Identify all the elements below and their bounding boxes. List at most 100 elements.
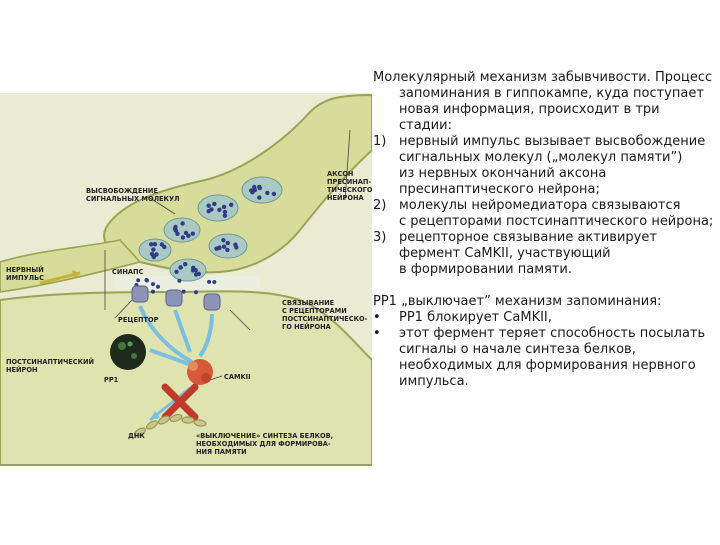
- molecule-dot: [173, 228, 179, 233]
- molecule-dot: [136, 278, 141, 283]
- molecule-dot: [229, 202, 234, 207]
- vesicle: [208, 233, 248, 259]
- bullet-2: • этот фермент теряет способность посыла…: [373, 326, 715, 390]
- bullet-line: импульса.: [399, 374, 469, 389]
- step-line: нервный импульс вызывает высвобождение: [399, 134, 706, 149]
- step-line: пресинаптического нейрона;: [399, 182, 600, 197]
- molecule-dot: [225, 240, 230, 246]
- molecule-dot: [173, 224, 178, 230]
- molecule-dot: [181, 289, 186, 294]
- step-number: 3): [373, 230, 387, 245]
- receptor: [131, 285, 149, 303]
- molecule-dot: [186, 233, 191, 238]
- vesicle: [241, 176, 283, 204]
- molecule-dot: [209, 207, 214, 212]
- molecule-dot: [180, 221, 185, 226]
- vesicles: [138, 176, 283, 282]
- synapse-illustration: ВЫСВОБОЖДЕНИЕ СИГНАЛЬНЫХ МОЛЕКУЛ АКСОН П…: [0, 93, 373, 466]
- receptor: [165, 289, 183, 307]
- step-line: молекулы нейромедиатора связываются: [399, 198, 681, 213]
- molecule-dot: [222, 209, 228, 215]
- bullet-line: сигналы о начале синтеза белков,: [399, 342, 636, 357]
- molecule-dot: [190, 231, 195, 236]
- bullet-mark: •: [373, 310, 381, 325]
- molecule-dot: [257, 184, 262, 190]
- impulse-arrowhead: [72, 270, 80, 279]
- step-number: 2): [373, 198, 387, 213]
- step-line: фермент CaMKII, участвующий: [399, 246, 611, 261]
- molecule-dot: [271, 191, 277, 197]
- molecule-dot: [178, 265, 183, 270]
- molecule-dot: [265, 190, 270, 196]
- molecule-dot: [149, 242, 154, 247]
- camkii-molecule: [187, 359, 213, 385]
- molecule-dot: [177, 278, 182, 283]
- intro-line: новая информация, происходит в три стади…: [399, 102, 660, 133]
- leader-lines: [104, 129, 351, 381]
- molecule-dot: [156, 284, 160, 289]
- molecule-dot: [151, 247, 156, 252]
- molecule-dot: [162, 244, 167, 250]
- molecule-dot: [144, 278, 149, 282]
- molecule-dot: [194, 290, 198, 295]
- signal-arrowhead: [150, 411, 160, 420]
- block-cross: [161, 383, 199, 421]
- molecule-dot: [217, 245, 222, 250]
- pp1-molecule: [110, 334, 146, 370]
- label-switch-off: «ВЫКЛЮЧЕНИЕ» СИНТЕЗА БЕЛКОВ, НЕОБХОДИМЫХ…: [196, 432, 334, 456]
- molecule-dot: [212, 280, 217, 284]
- molecule-dot: [217, 207, 222, 212]
- molecule-dot: [183, 230, 189, 236]
- activation-arrows: [138, 305, 214, 367]
- molecule-dot: [225, 247, 230, 253]
- molecule-dot: [151, 254, 157, 260]
- intro-line: запоминания в гиппокампе, куда поступает: [399, 86, 704, 101]
- step-2: 2) молекулы нейромедиатора связываются с…: [373, 198, 715, 230]
- vesicle: [197, 194, 239, 222]
- molecule-dot: [222, 213, 228, 218]
- step-line: из нервных окончаний аксона: [399, 166, 607, 181]
- molecule-dot: [206, 203, 211, 208]
- label-dna: ДНК: [128, 432, 145, 440]
- step-line: в формировании памяти.: [399, 262, 572, 277]
- vesicle: [163, 217, 201, 243]
- label-synapse: СИНАПС: [112, 268, 144, 276]
- molecule-dot: [221, 238, 226, 243]
- molecule-dot: [257, 195, 262, 200]
- receptor: [203, 293, 221, 311]
- step-number: 1): [373, 134, 387, 149]
- postsynaptic-neuron: [0, 290, 373, 466]
- step-line: рецепторное связывание активирует: [399, 230, 657, 245]
- molecule-dot: [193, 272, 199, 277]
- pp1-heading: PP1 „выключает” механизм запоминания:: [373, 294, 662, 309]
- explanation-text: Молекулярный механизм забывчивости. Проц…: [373, 70, 715, 390]
- label-camkii: CaMKII: [224, 373, 251, 381]
- molecule-dot: [207, 279, 212, 284]
- molecule-dot: [252, 187, 258, 193]
- bullet-line: этот фермент теряет способность посылать: [399, 326, 706, 341]
- molecule-dot: [152, 242, 158, 247]
- step-3: 3) рецепторное связывание активирует фер…: [373, 230, 715, 278]
- bullet-line: необходимых для формирования нервного: [399, 358, 696, 373]
- molecule-dot: [233, 242, 238, 247]
- dna-helix: [133, 413, 207, 437]
- step-line: с рецепторами постсинаптического нейрона…: [399, 214, 714, 229]
- label-nerve-impulse: НЕРВНЫЙ ИМПУЛЬС: [6, 266, 45, 282]
- label-postsynaptic: ПОСТСИНАПТИЧЕСКИЙ НЕЙРОН: [6, 358, 95, 374]
- molecule-dot: [151, 289, 155, 294]
- molecule-dot: [212, 201, 217, 207]
- bullet-1: • PP1 блокирует CaMKII,: [373, 310, 715, 326]
- label-pp1: PP1: [104, 376, 119, 384]
- molecule-dot: [174, 269, 179, 274]
- label-receptor: РЕЦЕПТОР: [118, 316, 159, 324]
- molecule-dot: [183, 262, 188, 267]
- signal-molecules: [134, 184, 277, 295]
- molecule-dot: [221, 244, 227, 249]
- label-axon: АКСОН ПРЕСИНАП- ТИЧЕСКОГО НЕЙРОНА: [327, 170, 373, 202]
- synapse-diagram: [0, 93, 373, 466]
- receptors: [131, 285, 221, 311]
- step-1: 1) нервный импульс вызывает высвобождени…: [373, 134, 715, 198]
- label-release: ВЫСВОБОЖДЕНИЕ СИГНАЛЬНЫХ МОЛЕКУЛ: [86, 187, 180, 203]
- bullet-mark: •: [373, 326, 381, 341]
- step-line: сигнальных молекул („молекул памяти”): [399, 150, 683, 165]
